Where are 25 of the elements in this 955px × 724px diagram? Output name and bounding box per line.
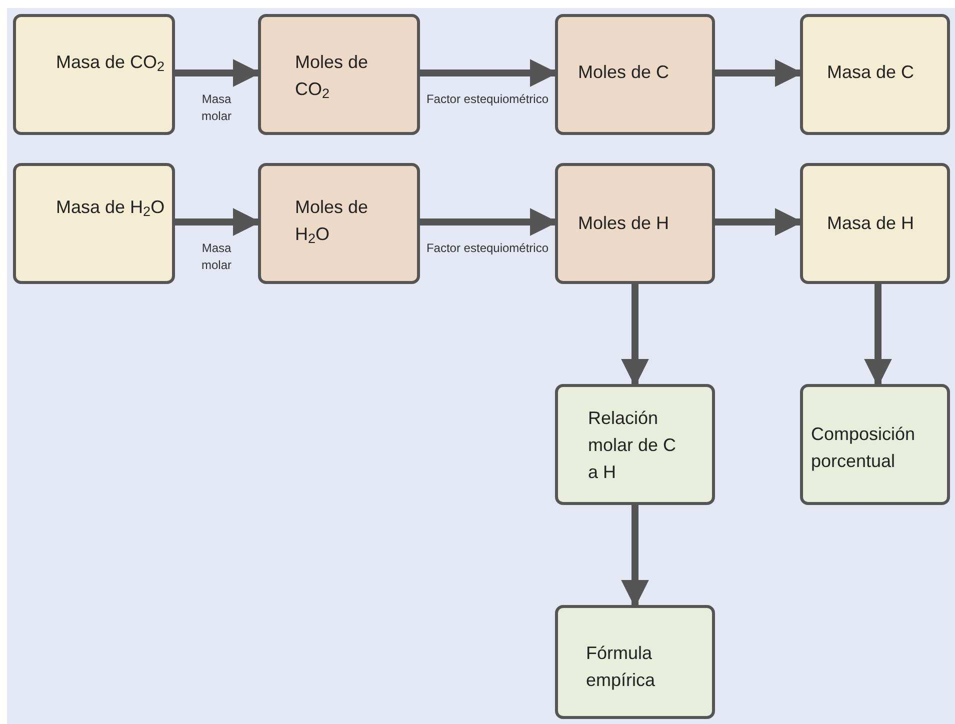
process-box xyxy=(800,163,950,284)
process-box xyxy=(13,14,175,135)
box-text: Masa de H$_{2}$O xyxy=(56,196,166,221)
arrow xyxy=(621,505,649,608)
process-box xyxy=(555,605,715,719)
process-box xyxy=(800,14,950,135)
process-box xyxy=(258,163,420,284)
process-box xyxy=(555,163,715,284)
box-text: Masa de C xyxy=(827,61,916,84)
box-text: Relación molar de C a H xyxy=(588,407,678,484)
process-box xyxy=(555,384,715,505)
box-text: Masa de CO$_{2}$ xyxy=(56,51,166,76)
box-text: Moles de H xyxy=(578,212,670,235)
box-text: Moles de C xyxy=(578,61,670,84)
process-box xyxy=(258,14,420,135)
arrow xyxy=(621,284,649,387)
process-box xyxy=(800,384,950,505)
process-box xyxy=(13,163,175,284)
box-text: Masa de H xyxy=(827,212,916,235)
box-text: Composición porcentual xyxy=(811,423,916,473)
box-text: Moles de H$_{2}$O xyxy=(295,196,370,248)
process-box xyxy=(555,14,715,135)
box-text: Fórmula empírica xyxy=(586,642,656,692)
arrow xyxy=(864,284,892,387)
box-text: Moles de CO$_{2}$ xyxy=(295,51,370,103)
